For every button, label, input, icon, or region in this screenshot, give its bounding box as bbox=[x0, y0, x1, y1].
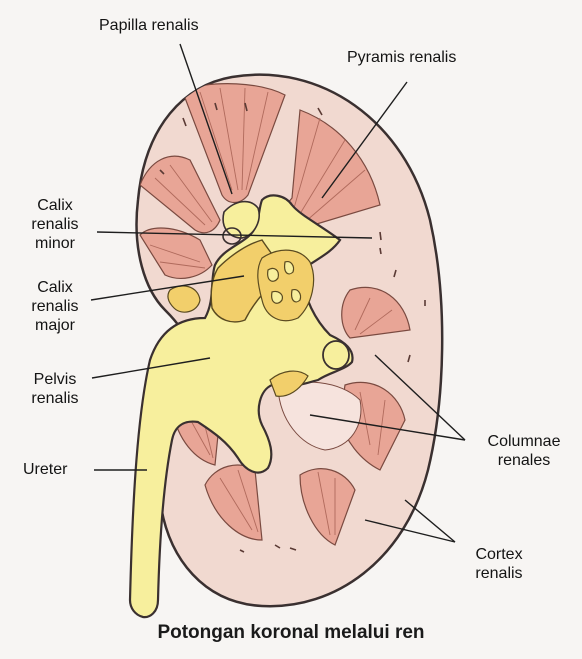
figure-caption: Potongan koronal melalui ren bbox=[0, 622, 582, 644]
label-calix-renalis-major: Calix renalis major bbox=[25, 278, 85, 335]
lower-calix-ring bbox=[323, 341, 349, 369]
label-cortex-renalis: Cortex renalis bbox=[466, 545, 532, 583]
label-ureter: Ureter bbox=[23, 460, 67, 479]
label-pelvis-renalis: Pelvis renalis bbox=[25, 370, 85, 408]
label-columnae-renales: Columnae renales bbox=[484, 432, 564, 470]
label-calix-renalis-minor: Calix renalis minor bbox=[25, 196, 85, 253]
label-pyramis-renalis: Pyramis renalis bbox=[347, 48, 456, 67]
label-papilla-renalis: Papilla renalis bbox=[99, 16, 199, 35]
